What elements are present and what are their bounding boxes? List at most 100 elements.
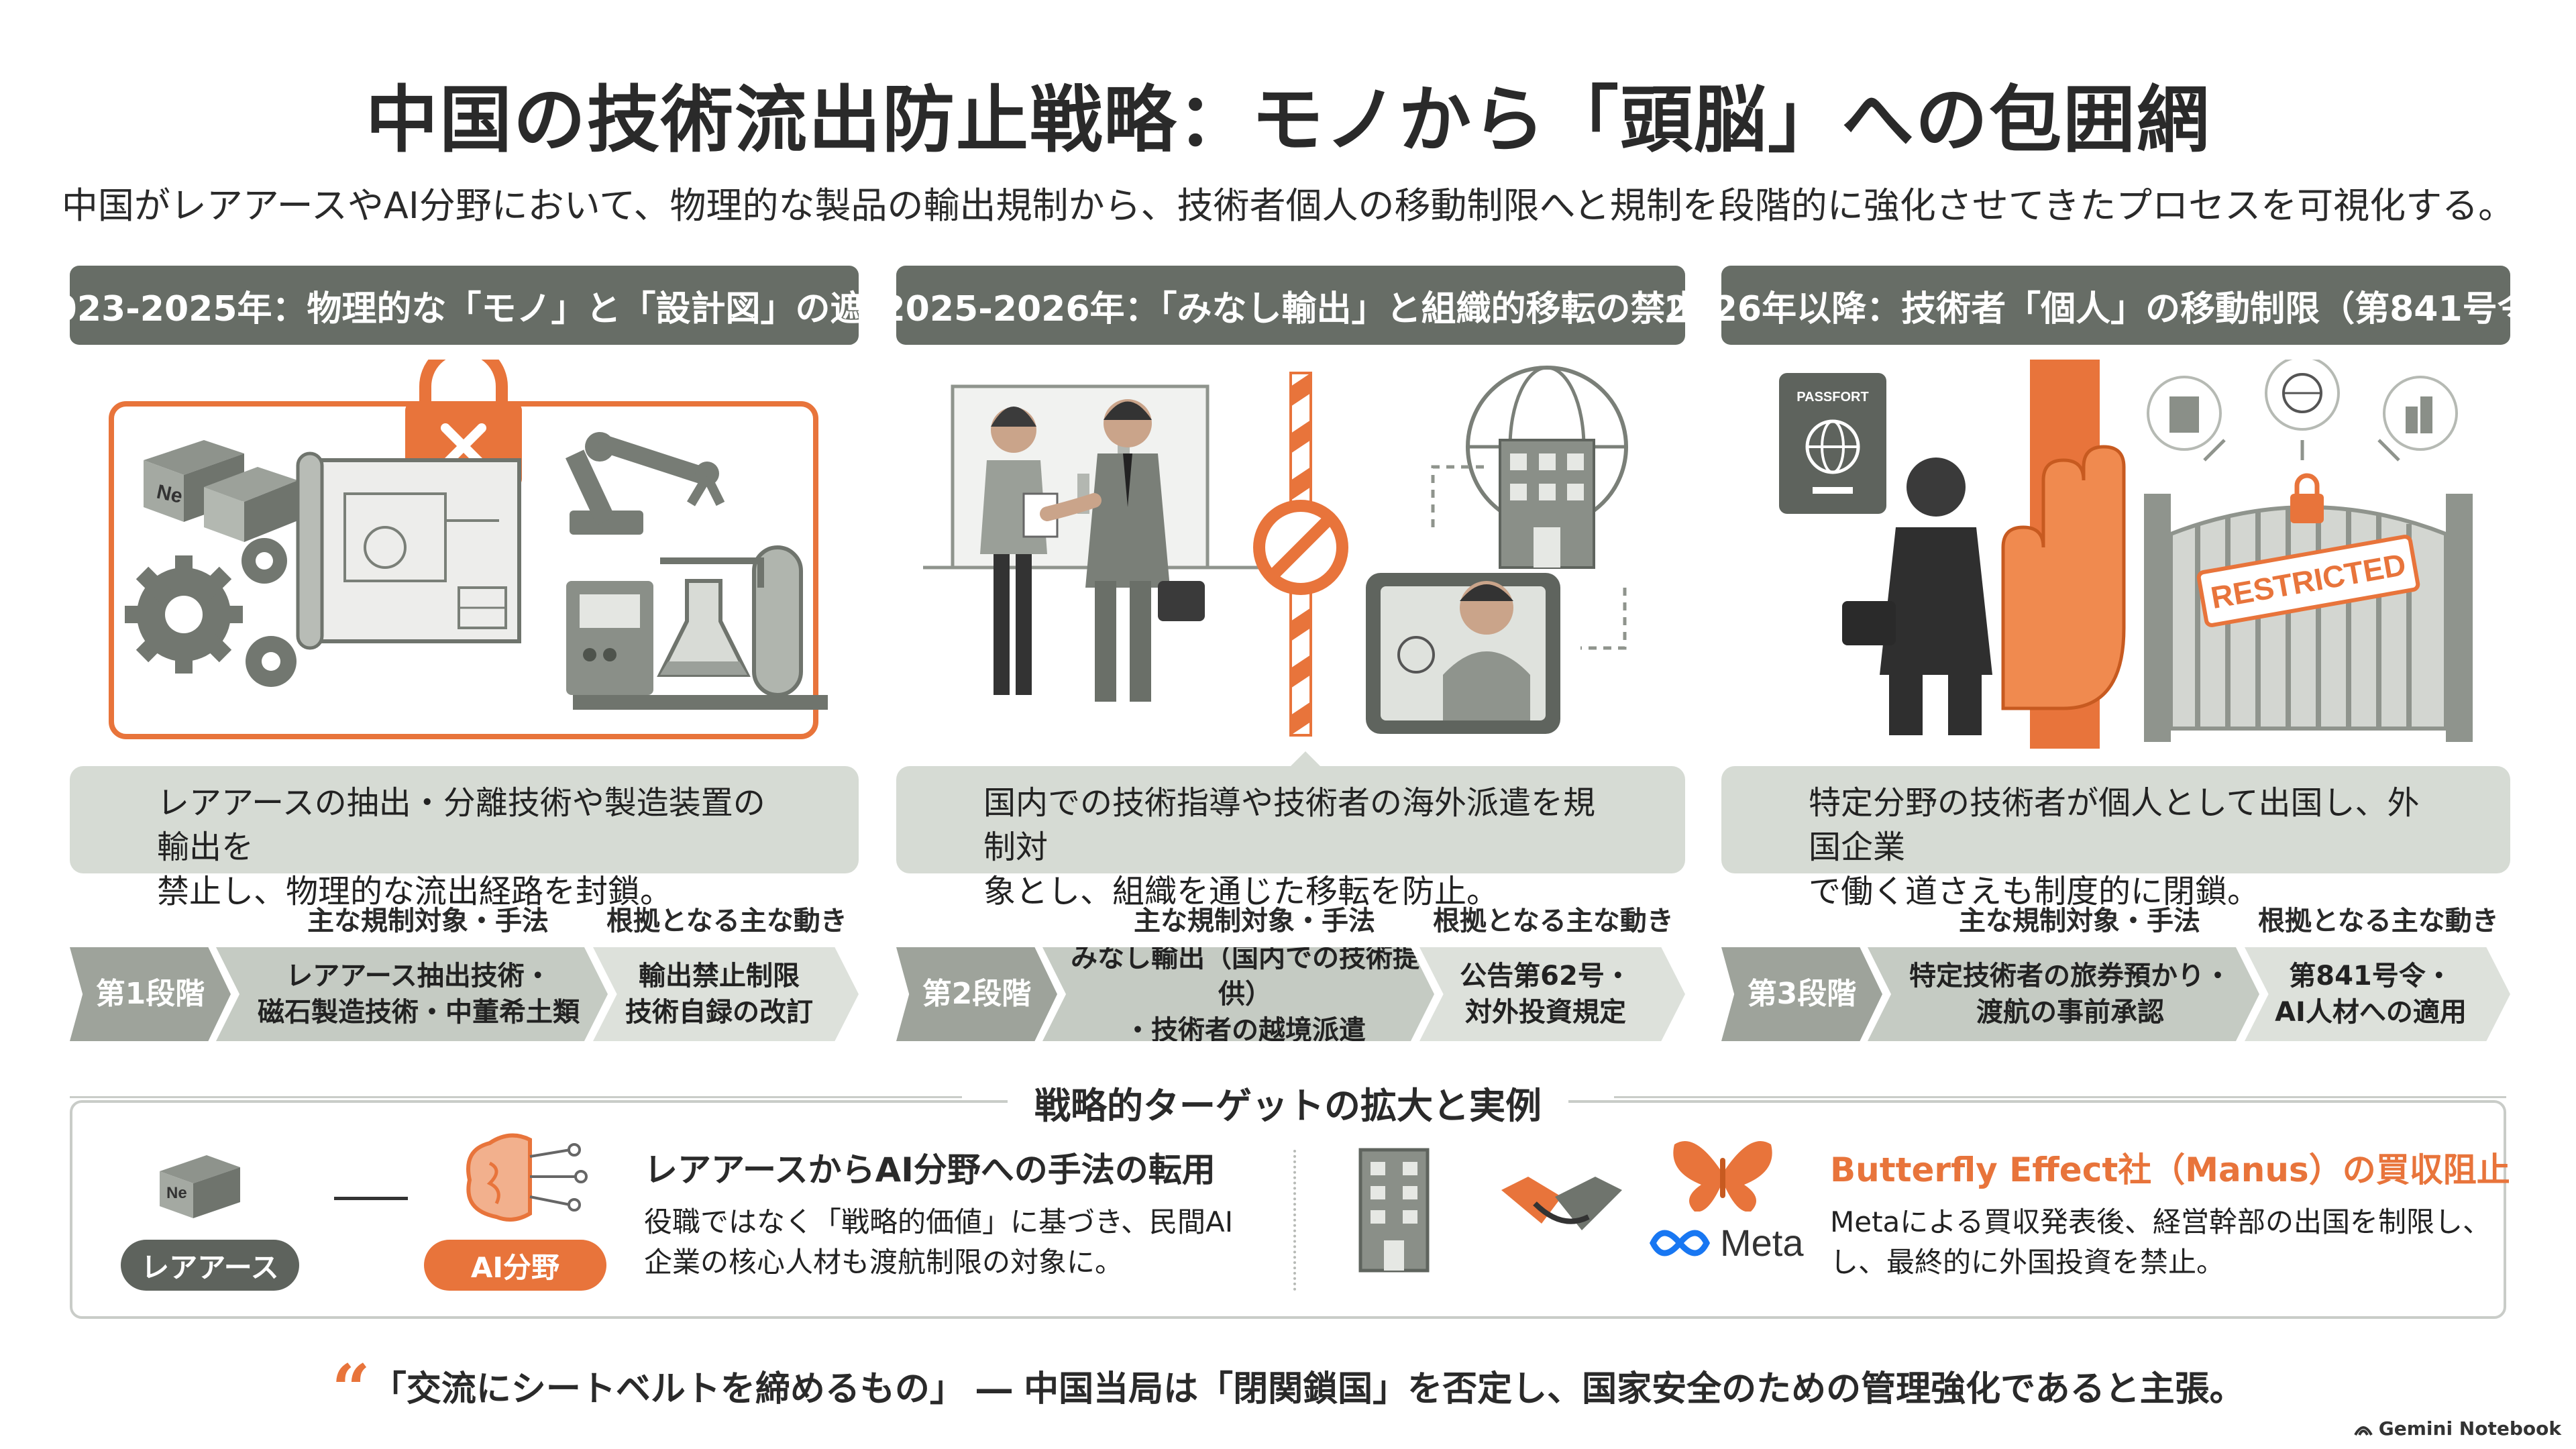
quote-mark-icon: “ [331,1350,370,1429]
handshake-icon [1501,1177,1622,1230]
passport-gate-illustration: PASSFORT [1779,360,2473,749]
example-left-heading: レアアースからAI分野への手法の転用 [644,1150,1216,1189]
page-subtitle: 中国がレアアースやAI分野において、物理的な製品の輸出規制から、技術者個人の移動… [61,184,2515,227]
section-title: 戦略的ターゲットの拡大と実例 [70,1076,2506,1129]
passport-icon: PASSFORT [1779,373,1886,514]
ai-field-pill: AI分野 [424,1240,606,1291]
desc-notch [1291,751,1320,766]
office-building-icon [1358,1148,1430,1273]
globe-building-icon [1466,366,1628,569]
label-basis: 根拠となる主な動き [2258,906,2499,936]
rare-earth-ingot-icon: Ne [160,1155,240,1218]
businessman-icon [1040,399,1205,702]
column-stage-1: 2023-2025年：物理的な「モノ」と「設計図」の遮断 Ne [28,266,900,1048]
stage-chevrons: 第2段階 みなし輸出（国内での技術提供）・技術者の越境派遣 公告第62号・対外投… [896,947,1685,1048]
label-target: 主な規制対象・手法 [1134,906,1375,936]
illustration-physical-goods: Ne [70,360,859,749]
stage-chevrons: 第1段階 レアアース抽出技術・磁石製造技術・中董希土類 輸出禁止制限技術自録の改… [70,947,859,1048]
connector-line [334,1197,408,1200]
text-line: し、最終的に外国投資を禁止。 [1830,1246,2225,1279]
stage-chevrons: 第3段階 特定技術者の旅券預かり・渡航の事前承認 第841号令・ AI人材への適用 [1721,947,2510,1048]
basis-line: 対外投資規定 [1464,997,1626,1028]
section-title-text: 戦略的ターゲットの拡大と実例 [1008,1085,1568,1127]
examples-box: Ne レアアース AI分野 レアアースからAI分野への手法の転用 役職ではなく「… [70,1100,2510,1319]
basis-line: AI人材への適用 [2275,997,2467,1028]
stage-basis: 第841号令・ AI人材への適用 [2245,947,2510,1041]
stage-number: 第2段階 [896,947,1057,1041]
example-right-heading: Butterfly Effect社（Manus）の買収阻止 [1830,1150,2510,1189]
locked-factory-illustration: Ne [109,360,828,739]
target-line: レアアース抽出技術・ [286,961,551,991]
label-basis: 根拠となる主な動き [1433,906,1674,936]
text-line: Metaによる買収発表後、経営幹部の出国を制限し、 [1830,1205,2491,1238]
meta-label: Meta [1720,1222,1804,1264]
stage-labels: 主な規制対象・手法 根拠となる主な動き [896,892,1685,939]
stage-basis: 輸出禁止制限技術自録の改訂 [593,947,859,1041]
label-target: 主な規制対象・手法 [307,906,549,936]
meta-logo: Meta [1646,1221,1804,1265]
column-header: 2026年以降：技術者「個人」の移動制限（第841号令） [1664,266,2567,345]
stage-number: 第3段階 [1721,947,1882,1041]
rare-earth-pill: レアアース [121,1240,299,1291]
desc-line: 国内での技術指導や技術者の海外派遣を規制対 [983,784,1596,866]
column-description: 特定分野の技術者が個人として出国し、外国企業 で働く道さえも制度的に閉鎖。 [1721,766,2510,910]
brand-label: Gemini Notebook [2378,1417,2561,1440]
illustration-individual-restriction: PASSFORT [1721,360,2510,749]
barrier-pole-icon [1253,372,1348,737]
divider-line-left [70,1096,962,1098]
ai-brain-icon [466,1133,588,1222]
desc-line: 特定分野の技術者が個人として出国し、外国企業 [1809,784,2420,866]
column-header: 2025-2026年：「みなし輸出」と組織的移転の禁止 [881,266,1701,345]
stop-hand-icon [2001,445,2126,710]
column-stage-2: 2025-2026年：「みなし輸出」と組織的移転の禁止 [881,266,1701,1048]
ne-label: Ne [166,1184,187,1202]
handshake-barrier-illustration [923,366,1628,737]
basis-line: 技術自録の改訂 [625,997,813,1028]
label-basis: 根拠となる主な動き [606,906,847,936]
notebook-logo-icon [2354,1426,2373,1436]
lab-equipment-icon [566,545,828,710]
restricted-gate-icon: RESTRICTED [2144,473,2473,742]
examples-separator [1293,1150,1296,1291]
column-stage-3: 2026年以降：技術者「個人」の移動制限（第841号令） PASSFORT [1664,266,2567,1048]
city-circle-icon [2383,376,2458,451]
stage-target: レアアース抽出技術・磁石製造技術・中董希土類 [216,947,608,1041]
basis-line: 第841号令・ [2289,961,2453,991]
illustration-deemed-export [896,360,1685,749]
rare-earth-ingots-icon: Ne [144,440,298,542]
column-description: 国内での技術指導や技術者の海外派遣を規制対 象とし、組織を通じた移転を防止。 [896,751,1685,910]
column-header: 2023-2025年：物理的な「モノ」と「設計図」の遮断 [28,266,900,345]
stage-basis: 公告第62号・対外投資規定 [1419,947,1685,1041]
desc-line: 象とし、組織を通じた移転を防止。 [983,873,1499,910]
desc-line: 禁止し、物理的な流出経路を封鎖。 [157,873,673,910]
butterfly-icon [1673,1141,1772,1212]
businessman-back-icon [1842,458,1992,735]
target-line: 磁石製造技術・中董希土類 [258,997,580,1028]
blueprint-icon [296,451,521,650]
page-title: 中国の技術流出防止戦略：モノから「頭脳」への包囲網 [365,78,2210,162]
video-call-tablet-icon [1366,573,1560,734]
ne-label: Ne [155,481,184,508]
label-target: 主な規制対象・手法 [1959,906,2200,936]
basis-line: 輸出禁止制限 [639,961,800,991]
stage-target: みなし輸出（国内での技術提供）・技術者の越境派遣 [1042,947,1434,1041]
target-line: ・技術者の越境派遣 [1124,1015,1366,1046]
stage-target: 特定技術者の旅券預かり・渡航の事前承認 [1868,947,2259,1041]
desc-line: レアアースの抽出・分離技術や製造装置の輸出を [157,784,765,866]
column-description: レアアースの抽出・分離技術や製造装置の輸出を 禁止し、物理的な流出経路を封鎖。 [70,766,859,910]
desc-line: で働く道さえも制度的に閉鎖。 [1809,873,2260,910]
globe-circle-icon [2265,360,2340,431]
meta-infinity-icon [1649,1230,1711,1256]
robot-arm-icon [566,432,725,535]
passport-label: PASSFORT [1796,390,1868,405]
example-right-text: Metaによる買収発表後、経営幹部の出国を制限し、 し、最終的に外国投資を禁止。 [1830,1202,2491,1283]
stage-labels: 主な規制対象・手法 根拠となる主な動き [1721,892,2510,939]
section-divider: 戦略的ターゲットの拡大と実例 [70,1076,2506,1127]
text-line: 企業の核心人材も渡航制限の対象に。 [644,1246,1124,1279]
stage-number: 第1段階 [70,947,231,1041]
example-left-text: 役職ではなく「戦略的価値」に基づき、民間AI 企業の核心人材も渡航制限の対象に。 [644,1202,1233,1283]
target-line: 特定技術者の旅券預かり・ [1909,961,2231,991]
gears-icon [125,538,297,687]
basis-line: 公告第62号・ [1460,961,1631,991]
divider-line-right [1614,1096,2506,1098]
